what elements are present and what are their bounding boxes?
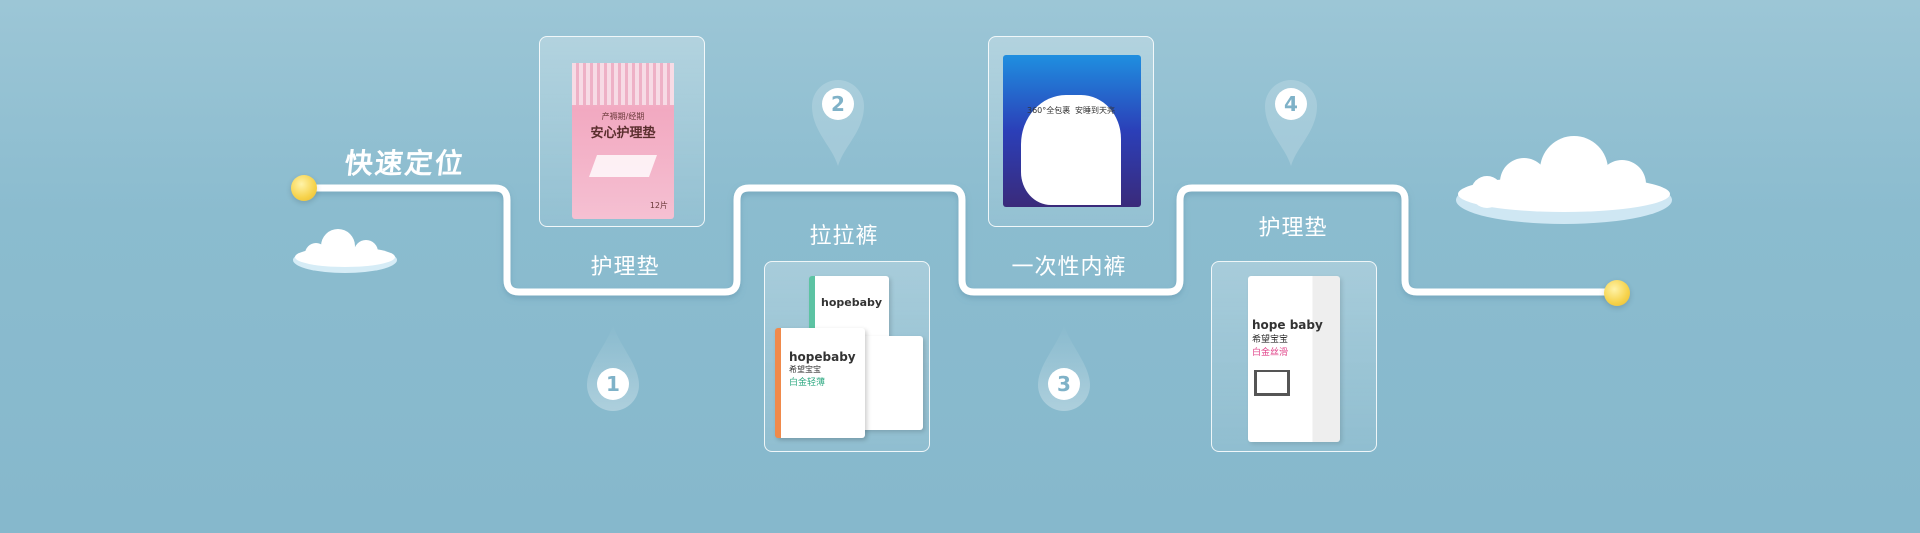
product-text: hopebaby — [821, 296, 883, 309]
cloud-right-icon — [1456, 136, 1672, 224]
product-image: hope baby 希望宝宝 白金丝滑 — [1248, 276, 1340, 442]
step-number: 3 — [1048, 368, 1080, 400]
step-4-label[interactable]: 护理垫 — [1258, 216, 1328, 241]
step-3-marker[interactable]: 3 — [1038, 325, 1090, 425]
step-2-marker[interactable]: 2 — [812, 76, 864, 176]
product-text: 希望宝宝 — [1252, 335, 1289, 345]
step-1-marker[interactable]: 1 — [587, 325, 639, 425]
product-text: 安心护理垫 — [590, 126, 656, 141]
product-card-1[interactable]: 产褥期/经期 安心护理垫 12片 — [539, 36, 705, 227]
product-image: 产褥期/经期 安心护理垫 12片 — [572, 63, 674, 219]
product-text: hopebaby — [789, 350, 856, 364]
start-dot — [291, 175, 317, 201]
step-3-label[interactable]: 一次性内裤 — [1011, 255, 1127, 280]
step-number: 1 — [597, 368, 629, 400]
cloud-left-icon — [293, 229, 397, 273]
step-number: 4 — [1275, 88, 1307, 120]
product-text: 白金轻薄 — [789, 378, 826, 388]
step-4-marker[interactable]: 4 — [1265, 76, 1317, 176]
product-text: 12片 — [649, 201, 668, 210]
product-text: hope baby — [1252, 318, 1323, 332]
product-image: 360°全包裹 安睡到天亮 — [1003, 55, 1141, 207]
product-text: 安睡到天亮 — [1075, 106, 1115, 115]
product-card-4[interactable]: hope baby 希望宝宝 白金丝滑 — [1211, 261, 1377, 452]
product-text: 产褥期/经期 — [601, 112, 645, 121]
step-number: 2 — [822, 88, 854, 120]
product-text: 希望宝宝 — [789, 365, 821, 374]
product-card-3[interactable]: 360°全包裹 安睡到天亮 — [988, 36, 1154, 227]
product-text: 白金丝滑 — [1252, 348, 1289, 358]
product-image: hopebaby 希望宝宝 白金轻薄 — [775, 328, 865, 438]
product-text: 360°全包裹 — [1027, 106, 1071, 115]
step-2-label[interactable]: 拉拉裤 — [809, 224, 879, 249]
product-card-2[interactable]: hopebaby hopebaby 希望宝宝 白金轻薄 — [764, 261, 930, 452]
step-1-label[interactable]: 护理垫 — [590, 255, 660, 280]
product-image — [861, 336, 923, 430]
page-title: 快速定位 — [343, 147, 467, 180]
end-dot — [1604, 280, 1630, 306]
